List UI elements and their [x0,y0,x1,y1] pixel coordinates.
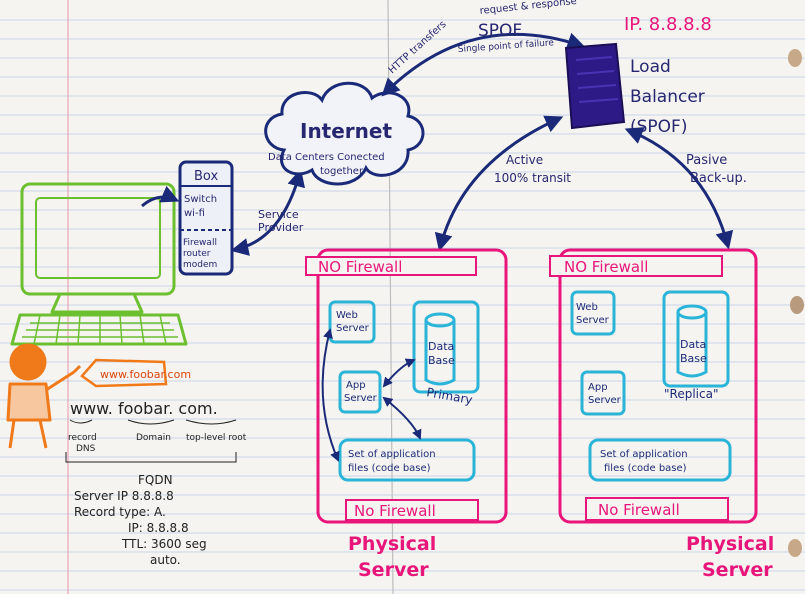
primary-app-server-2: Server [344,393,378,404]
replica-app-server-1: App [588,382,608,393]
domain-part-record-2: DNS [76,444,96,454]
domain-full: www. foobar. com. [70,399,218,418]
replica-web-server-1: Web [576,302,598,313]
replica-app-server-2: Server [588,395,622,406]
computer-to-box-arrow [141,185,180,208]
replica-db-1: Data [680,338,706,351]
lb-title-1: Load [630,57,671,77]
active-label-2: 100% transit [494,171,571,185]
lb-title-2: Balancer [630,87,705,107]
server-replica: NO Firewall No Firewall Web Server App S… [549,248,774,581]
cloud-icon [264,81,425,186]
internet-line1: Data Centers Conected [268,152,385,163]
replica-web-server-2: Server [576,315,610,326]
passive-label-2: Back-up. [690,171,747,186]
service-provider-label-2: Provider [258,221,304,234]
primary-web-server-2: Server [336,323,370,334]
primary-app-server-1: App [346,380,366,391]
replica-db-2: Base [680,352,707,365]
internet-to-lb-arrow [381,32,586,97]
box-to-internet-arrow [230,168,306,256]
primary-physical-2: Server [358,559,429,581]
router-box-title: Box [194,169,218,184]
replica-codebase-1: Set of application [600,449,688,460]
router-box-router: router [183,249,211,259]
primary-codebase-1: Set of application [348,449,436,460]
primary-web-server-1: Web [336,310,358,321]
url-callout: www.foobar.com [80,358,191,388]
dns-ttl: TTL: 3600 seg [121,537,207,551]
router-box-switch: Switch [184,194,217,205]
service-provider-label-1: Service [258,208,299,221]
server-replica-no-firewall-bottom: No Firewall [598,501,680,519]
replica-physical-1: Physical [686,533,774,555]
domain-part-tld: top-level root [186,433,247,443]
active-label-1: Active [506,153,543,167]
domain-part-record-1: record [68,433,97,443]
server-primary: NO Firewall No Firewall Web Server App S… [305,248,508,581]
dns-ttl-auto: auto. [150,553,181,567]
router-box-modem: modem [183,260,217,270]
domain-part-domain: Domain [136,433,171,443]
router-box: Box Switch wi-fi Firewall router modem [178,160,234,276]
dns-record: FQDN Server IP 8.8.8.8 Record type: A. I… [74,473,207,567]
replica-codebase-2: files (code base) [604,463,687,474]
server-replica-no-firewall-top: NO Firewall [564,258,648,276]
lb-ip: IP. 8.8.8.8 [624,14,712,35]
computer-icon [10,182,188,346]
router-box-firewall: Firewall [183,238,217,248]
replica-physical-2: Server [702,559,773,581]
dns-server: Server IP 8.8.8.8 [74,489,174,503]
database-icon [412,300,480,394]
binder-hole [790,296,804,314]
load-balancer-icon [564,42,626,130]
spof-label: SPOF [478,21,522,41]
server-primary-no-firewall-top: NO Firewall [318,258,402,276]
dns-record-type: Record type: A. [74,505,166,519]
passive-label-1: Pasive [686,153,727,168]
url-callout-text: www.foobar.com [100,368,191,381]
primary-db-2: Base [428,354,455,367]
lb-to-replica-arrow [624,127,734,250]
primary-db-1: Data [428,340,454,353]
binder-hole [788,539,802,557]
router-box-wifi: wi-fi [184,208,205,219]
binder-hole [788,49,802,67]
primary-codebase-2: files (code base) [348,463,431,474]
replica-db-role: "Replica" [664,387,718,401]
person-icon [6,343,82,449]
primary-physical-1: Physical [348,533,436,555]
lb-to-primary-arrow [434,115,564,252]
server-primary-no-firewall-bottom: No Firewall [354,502,436,520]
dns-ip: IP: 8.8.8.8 [128,521,189,535]
domain-breakdown: www. foobar. com. record DNS Domain top-… [65,399,247,463]
database-icon [662,290,730,388]
fqdn-label: FQDN [138,473,173,487]
internet-title: Internet [300,119,392,143]
internet-line2: together. [320,166,365,177]
